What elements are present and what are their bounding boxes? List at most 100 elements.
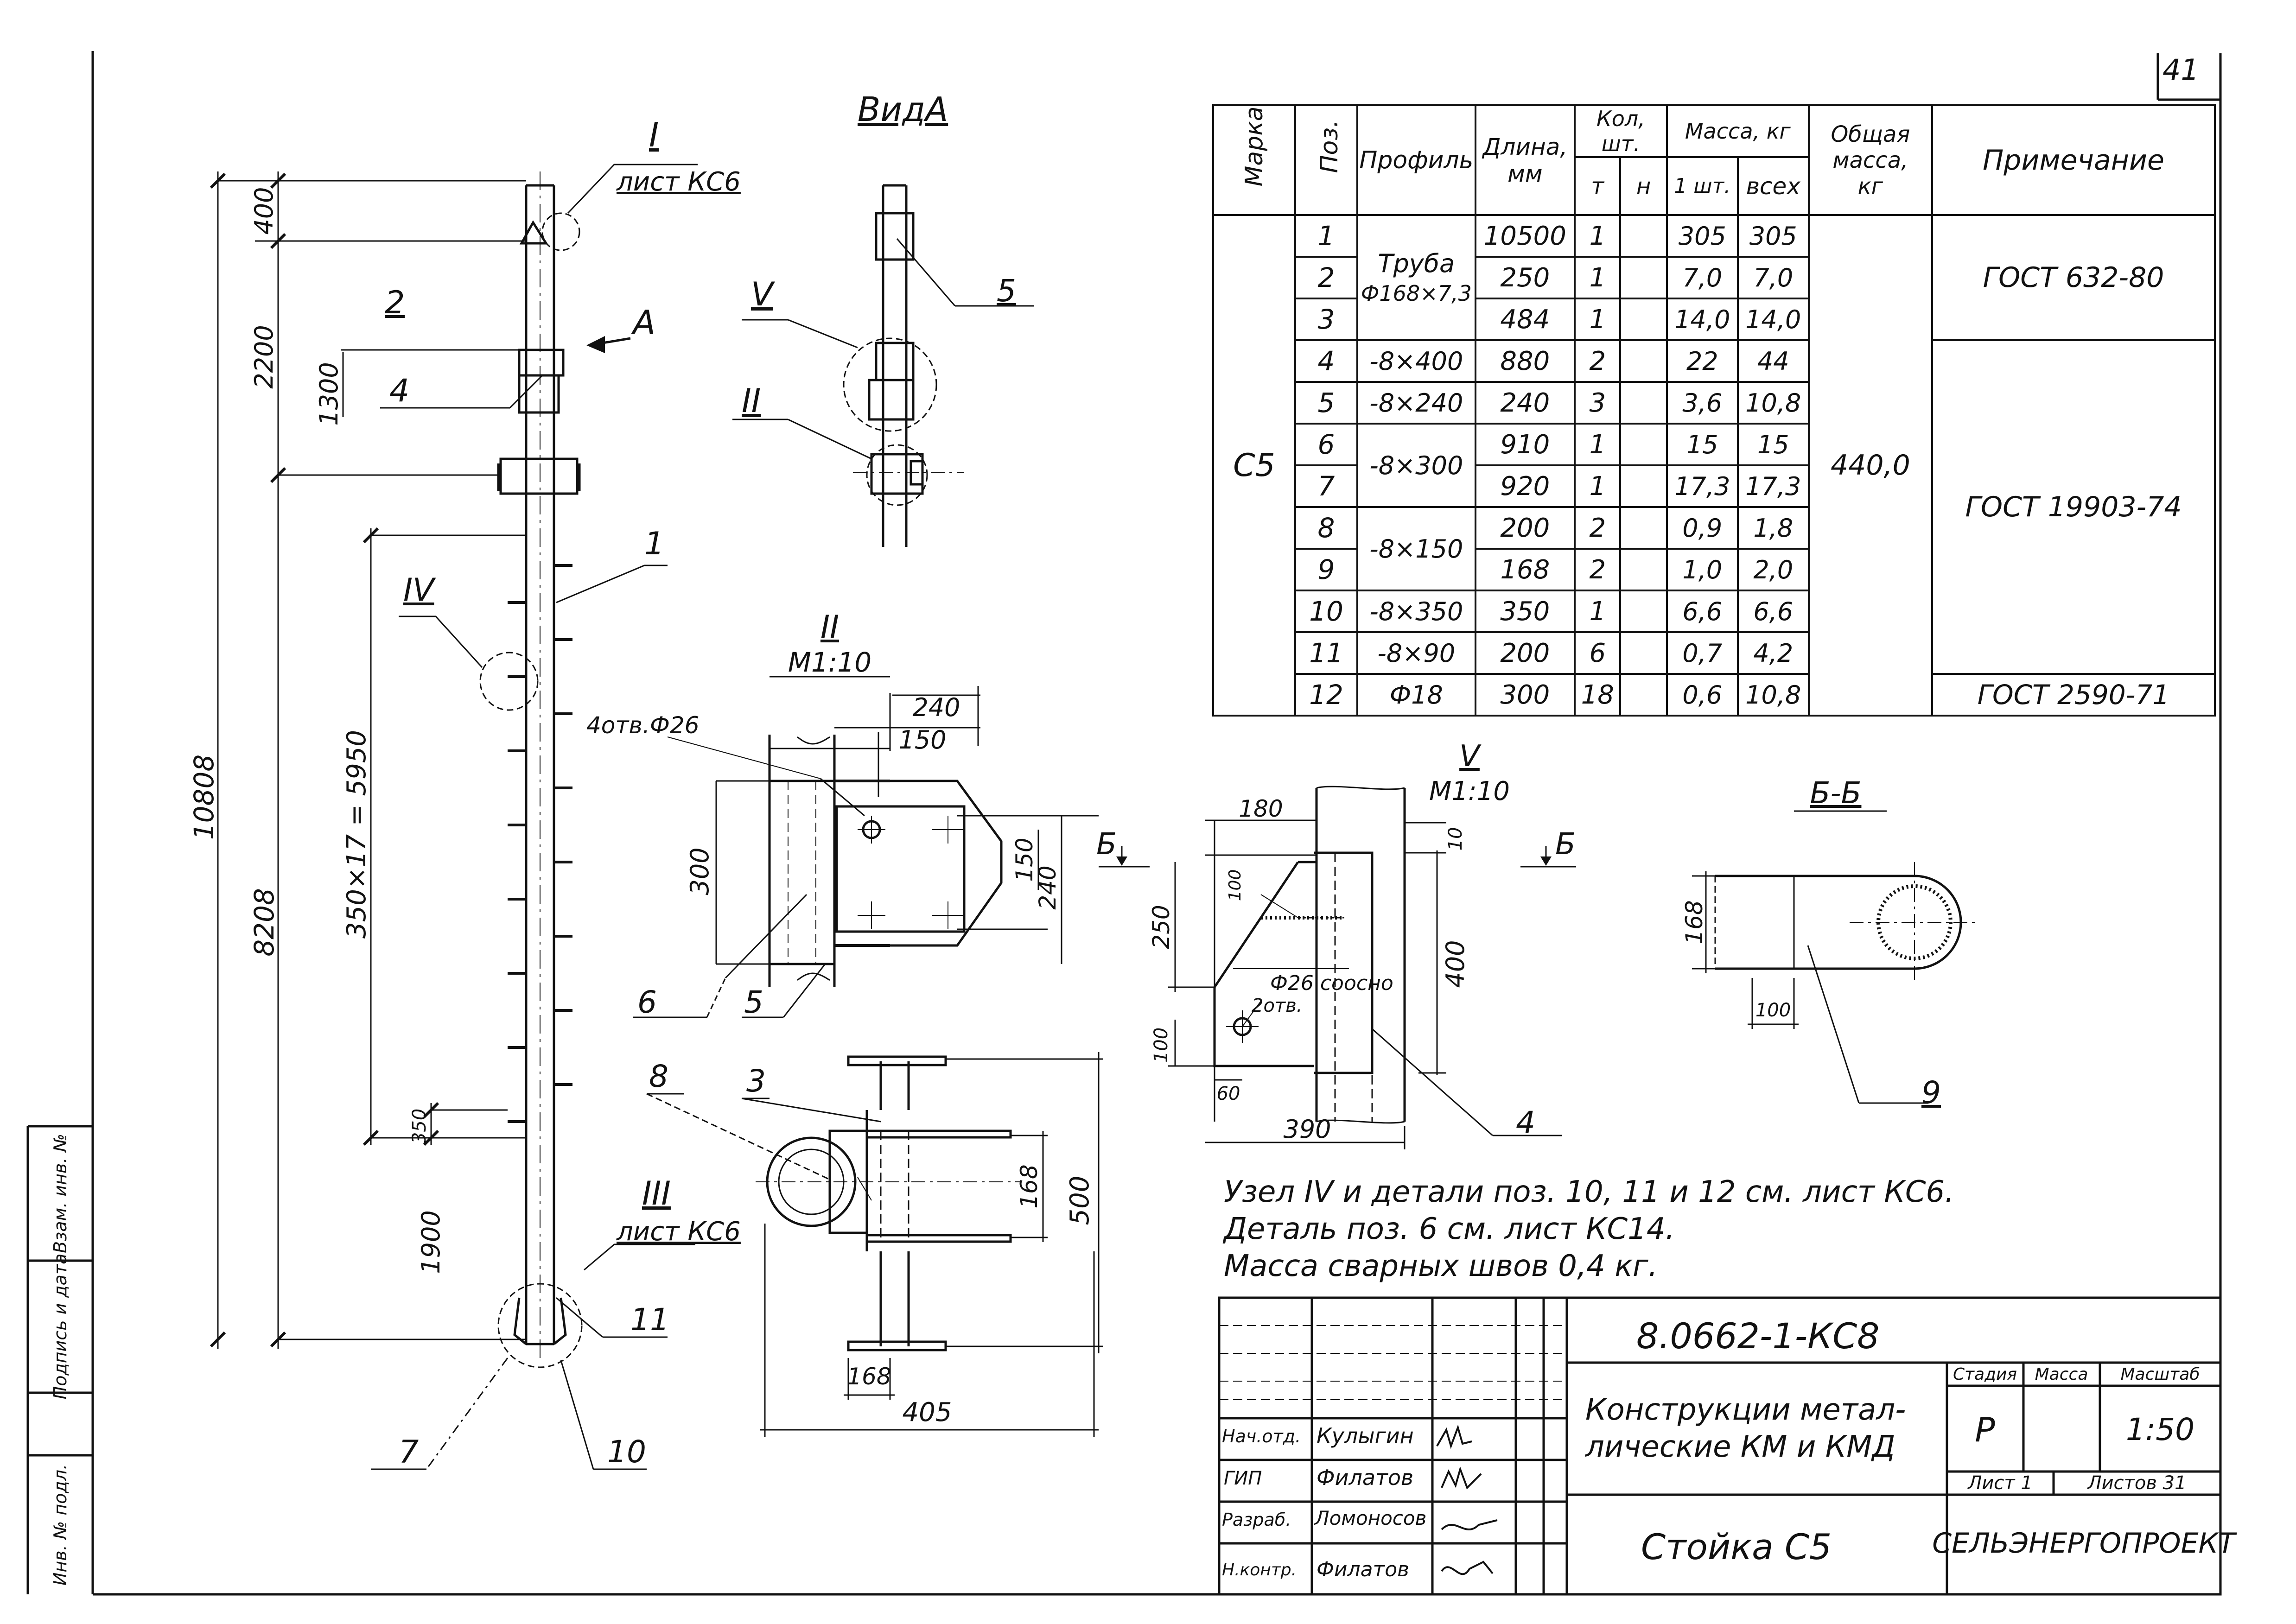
pos-8-label: 8 [649, 1059, 668, 1094]
note-1: Узел IV и детали поз. 10, 11 и 12 см. ли… [1224, 1175, 1954, 1209]
row-pos: 9 [1294, 548, 1358, 591]
pos-1-label: 1 [644, 526, 665, 562]
pos-11-label: 11 [630, 1302, 669, 1338]
row-pos: 11 [1294, 631, 1358, 675]
scale-value: 1:50 [2125, 1412, 2195, 1447]
stage-label: Стадия [1953, 1365, 2017, 1384]
row-pos: 1 [1294, 214, 1358, 258]
organization-name: СЕЛЬЭНЕРГОПРОЕКТ [1932, 1527, 2235, 1560]
row-length: 350 [1474, 590, 1576, 633]
detail-V-dim-390: 390 [1283, 1115, 1331, 1144]
row-qty-t: 2 [1574, 506, 1622, 550]
detail-V-dim-100: 100 [1226, 869, 1245, 901]
section-BB-title: Б-Б [1810, 776, 1862, 811]
row-qty-t: 18 [1574, 673, 1622, 717]
detail-V-hole: Ф26 соосно [1270, 971, 1393, 995]
stage-value: Р [1975, 1410, 1995, 1449]
sheets-total-label: Листов 31 [2087, 1472, 2187, 1494]
th-profile: Профиль [1356, 104, 1476, 216]
row-length: 200 [1474, 631, 1576, 675]
row-mass-all: 1,8 [1736, 506, 1810, 550]
role-gip: ГИП [1224, 1468, 1262, 1489]
table-row: 5 -8×240 240 3 3,6 10,8 [1213, 381, 2215, 425]
row-mass-all: 44 [1736, 339, 1810, 383]
cut-left-label: Б [1096, 827, 1117, 862]
row-pos: 5 [1294, 381, 1358, 425]
detail-V-title: V [1459, 739, 1480, 774]
detail-V-scale: М1:10 [1429, 776, 1510, 806]
row-mass-all: 6,6 [1736, 590, 1810, 633]
row-qty-t: 2 [1574, 548, 1622, 591]
row-qty-t: 6 [1574, 631, 1622, 675]
row-mass-all: 14,0 [1736, 298, 1810, 341]
row-profile: -8×350 [1356, 590, 1476, 633]
detail-II-dim-150v: 150 [1011, 837, 1038, 882]
section-BB-dim-100: 100 [1755, 1000, 1791, 1021]
row-profile: Ф18 [1356, 673, 1476, 717]
profile-pipe: Труба Ф168×7,3 [1356, 214, 1476, 341]
detail-II-scale: М1:10 [788, 647, 872, 678]
table-row: 7 920 1 17,3 17,3 [1213, 464, 2215, 508]
row-qty-n [1619, 464, 1668, 508]
row-pos: 8 [1294, 506, 1358, 550]
dim-10808: 10808 [188, 754, 220, 840]
detail-V-dim-100b: 100 [1151, 1027, 1172, 1063]
row-length: 240 [1474, 381, 1576, 425]
sheet-label: Лист 1 [1968, 1472, 2033, 1494]
row-pos: 2 [1294, 256, 1358, 299]
row-mass-one: 1,0 [1666, 548, 1739, 591]
name-norm-control: Филатов [1317, 1558, 1410, 1581]
node-I-label: I [649, 115, 659, 154]
name-gip: Филатов [1317, 1465, 1414, 1490]
row-length: 920 [1474, 464, 1576, 508]
table-row: 9 168 2 1,0 2,0 [1213, 548, 2215, 591]
detail-II-title: II [820, 609, 840, 646]
strip-signature-date: Подпись и дата [50, 1253, 70, 1400]
plan-dim-405: 405 [902, 1397, 952, 1427]
row-pos: 10 [1294, 590, 1358, 633]
dim-1900: 1900 [416, 1210, 445, 1274]
project-line-2: лические КМ и КМД [1585, 1430, 1895, 1464]
th-mass-one: 1 шт. [1666, 156, 1739, 216]
row-qty-n [1619, 298, 1668, 341]
row-length: 300 [1474, 673, 1576, 717]
row-length: 200 [1474, 506, 1576, 550]
row-mass-one: 7,0 [1666, 256, 1739, 299]
row-mass-one: 0,7 [1666, 631, 1739, 675]
th-pos: Поз. [1294, 104, 1358, 216]
th-qty-t: т [1574, 156, 1622, 216]
dim-8208: 8208 [248, 888, 280, 957]
row-mass-all: 305 [1736, 214, 1810, 258]
row-length: 10500 [1474, 214, 1576, 258]
mark-cell: С5 [1212, 214, 1297, 717]
table-row: 4 -8×400 880 2 22 44 ГОСТ 19903-74 [1213, 339, 2216, 675]
row-mass-all: 17,3 [1736, 464, 1810, 508]
note-gost-1: ГОСТ 632-80 [1931, 214, 2216, 341]
row-pos: 3 [1294, 298, 1358, 341]
detail-V-dim-250: 250 [1148, 905, 1175, 949]
row-mass-one: 22 [1666, 339, 1739, 383]
row-pos: 7 [1294, 464, 1358, 508]
cut-right-label: Б [1555, 827, 1576, 862]
row-mass-one: 14,0 [1666, 298, 1739, 341]
name-head: Кулыгин [1317, 1423, 1414, 1448]
row-qty-t: 3 [1574, 381, 1622, 425]
pos-9-label: 9 [1921, 1075, 1941, 1110]
specification-table: Марка Поз. Профиль Длина, мм Кол, шт. Ма… [1212, 104, 2216, 717]
table-row: 3 484 1 14,0 14,0 [1213, 298, 2215, 341]
row-mass-one: 3,6 [1666, 381, 1739, 425]
role-developer: Разраб. [1222, 1510, 1291, 1530]
row-qty-t: 1 [1574, 214, 1622, 258]
table-row: 12 Ф18 300 18 0,6 10,8 ГОСТ 2590-71 [1213, 673, 2216, 717]
note-2: Деталь поз. 6 см. лист КС14. [1224, 1212, 1675, 1246]
row-profile: -8×240 [1356, 381, 1476, 425]
row-pos: 12 [1294, 673, 1358, 717]
node-III-ref: лист КС6 [617, 1217, 741, 1247]
row-qty-n [1619, 590, 1668, 633]
strip-replaced-inv: Взам. инв. № [50, 1133, 70, 1254]
row-mass-one: 0,6 [1666, 673, 1739, 717]
row-qty-t: 1 [1574, 590, 1622, 633]
strip-inv-original: Инв. № подл. [50, 1464, 70, 1586]
